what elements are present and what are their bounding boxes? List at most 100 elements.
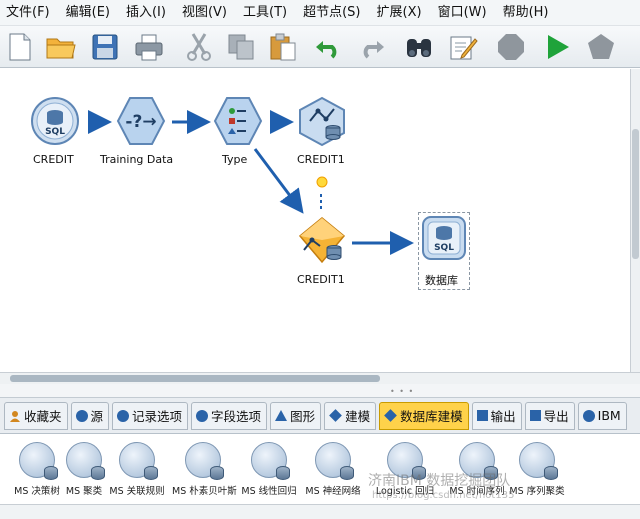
open-folder-icon[interactable]	[44, 30, 78, 64]
node-label-type: Type	[222, 153, 248, 166]
tab-favorites[interactable]: 收藏夹	[4, 401, 68, 430]
edit-icon[interactable]	[446, 30, 480, 64]
palette-ms-linear-regression[interactable]: MS 线性回归	[238, 442, 300, 497]
link-type-nugget	[253, 148, 304, 214]
horizontal-scrollbar[interactable]	[0, 372, 640, 384]
tab-label: 建模	[345, 409, 371, 424]
tab-label: 源	[90, 409, 104, 424]
export-tab-icon	[529, 410, 541, 421]
palette-tabs: 收藏夹 源 记录选项 字段选项 图形 建模 数据库建模 输出 导出 IBM	[0, 398, 640, 434]
tab-label: 记录选项	[132, 409, 183, 424]
palette-item-label: MS 决策树	[14, 486, 60, 497]
new-file-icon[interactable]	[2, 30, 36, 64]
menu-extensions[interactable]: 扩展(X)	[376, 4, 422, 20]
vertical-scrollbar[interactable]	[630, 69, 640, 372]
stop-icon[interactable]	[494, 30, 528, 64]
tab-modeling[interactable]: 建模	[324, 401, 377, 430]
database-export-node[interactable]: SQL 数据库	[418, 212, 470, 290]
database-export-icon: SQL	[422, 216, 466, 260]
palette-item-label: Logistic 回归	[375, 486, 435, 497]
svg-text:SQL: SQL	[434, 243, 454, 253]
palette-item-label: MS 朴素贝叶斯	[172, 486, 237, 497]
binoculars-icon[interactable]	[402, 30, 436, 64]
sun-marker-icon	[316, 176, 328, 188]
tab-sources[interactable]: 源	[70, 401, 110, 430]
decision-tree-icon	[19, 442, 58, 480]
tab-label: 导出	[543, 409, 569, 424]
menu-view[interactable]: 视图(V)	[181, 4, 228, 20]
menu-file[interactable]: 文件(F)	[6, 4, 50, 20]
favorites-icon	[9, 410, 21, 422]
toolbar	[0, 26, 640, 68]
undo-icon[interactable]	[312, 30, 346, 64]
palette-ms-naive-bayes[interactable]: MS 朴素贝叶斯	[172, 442, 237, 497]
tab-export[interactable]: 导出	[524, 401, 575, 430]
tab-label: 数据库建模	[400, 409, 463, 424]
paste-icon[interactable]	[266, 30, 300, 64]
menu-help[interactable]: 帮助(H)	[502, 4, 549, 20]
palette-ms-clustering[interactable]: MS 聚类	[53, 442, 115, 497]
palette-item-label: MS 聚类	[65, 486, 103, 497]
print-icon[interactable]	[132, 30, 166, 64]
cut-icon[interactable]	[182, 30, 216, 64]
node-label-database: 数据库	[425, 274, 458, 287]
ibm-tab-icon	[582, 409, 595, 422]
tab-field-ops[interactable]: 字段选项	[191, 401, 268, 430]
record-tab-icon	[117, 409, 130, 422]
tab-ibm[interactable]: IBM	[577, 401, 627, 430]
palette-scrollbar[interactable]	[0, 504, 640, 519]
palette-item-label: MS 时间序列	[449, 486, 505, 497]
palette-ms-neural-network[interactable]: MS 神经网络	[302, 442, 364, 497]
palette-ms-time-series[interactable]: MS 时间序列	[446, 442, 508, 497]
tab-output[interactable]: 输出	[471, 401, 522, 430]
db-model-icon[interactable]	[296, 95, 348, 150]
palette-ms-sequence-clustering[interactable]: MS 序列聚类	[506, 442, 568, 497]
stream-connections	[88, 110, 414, 255]
menu-window[interactable]: 窗口(W)	[437, 4, 487, 20]
watermark-url: https://blog.csdn.net/hot135	[372, 490, 515, 501]
splitter-grip-icon[interactable]: • • •	[390, 387, 415, 396]
logistic-regression-icon	[387, 442, 426, 480]
palette-ms-association[interactable]: MS 关联规则	[106, 442, 168, 497]
sql-source-icon[interactable]: SQL	[30, 96, 80, 149]
horizontal-scroll-thumb[interactable]	[10, 375, 380, 382]
model-nugget-icon[interactable]	[296, 216, 348, 269]
redo-icon[interactable]	[354, 30, 388, 64]
sequence-clustering-icon	[519, 442, 558, 480]
run-icon[interactable]	[540, 30, 574, 64]
field-tab-icon	[196, 409, 209, 422]
tab-label: IBM	[597, 408, 621, 423]
svg-text:SQL: SQL	[45, 127, 65, 137]
palette-item-label: MS 序列聚类	[509, 486, 565, 497]
palette-item-label: MS 线性回归	[241, 486, 297, 497]
tab-label: 收藏夹	[24, 409, 62, 424]
node-label-credit1: CREDIT1	[297, 153, 345, 166]
menu-tools[interactable]: 工具(T)	[243, 4, 288, 20]
save-icon[interactable]	[88, 30, 122, 64]
tab-database-modeling[interactable]: 数据库建模	[379, 401, 469, 430]
naive-bayes-icon	[185, 442, 224, 480]
menu-edit[interactable]: 编辑(E)	[65, 4, 110, 20]
palette-item-label: MS 神经网络	[305, 486, 361, 497]
linear-regression-icon	[251, 442, 290, 480]
tab-record-ops[interactable]: 记录选项	[112, 401, 189, 430]
node-label-credit1-nugget: CREDIT1	[297, 273, 345, 286]
node-palette: MS 决策树 MS 聚类 MS 关联规则 MS 朴素贝叶斯 MS 线性回归 MS…	[0, 434, 640, 504]
menu-insert[interactable]: 插入(I)	[125, 4, 166, 20]
palette-logistic-regression[interactable]: Logistic 回归	[374, 442, 436, 497]
menu-supernode[interactable]: 超节点(S)	[303, 4, 361, 20]
tab-label: 输出	[490, 409, 516, 424]
tab-graphs[interactable]: 图形	[270, 401, 322, 430]
palette-ms-decision-tree[interactable]: MS 决策树	[6, 442, 68, 497]
copy-icon[interactable]	[224, 30, 258, 64]
type-icon[interactable]	[212, 95, 264, 150]
stream-canvas[interactable]: SQL CREDIT -?→ Training Data Type CREDIT…	[0, 69, 628, 372]
neural-network-icon	[315, 442, 354, 480]
partition-icon[interactable]: -?→	[115, 95, 167, 150]
palette-item-label: MS 关联规则	[109, 486, 165, 497]
panel-splitter[interactable]: • • •	[0, 384, 640, 398]
modeling-tab-icon	[329, 409, 342, 422]
vertical-scroll-thumb[interactable]	[632, 129, 639, 259]
run-selection-icon[interactable]	[584, 30, 618, 64]
output-tab-icon	[476, 410, 488, 421]
